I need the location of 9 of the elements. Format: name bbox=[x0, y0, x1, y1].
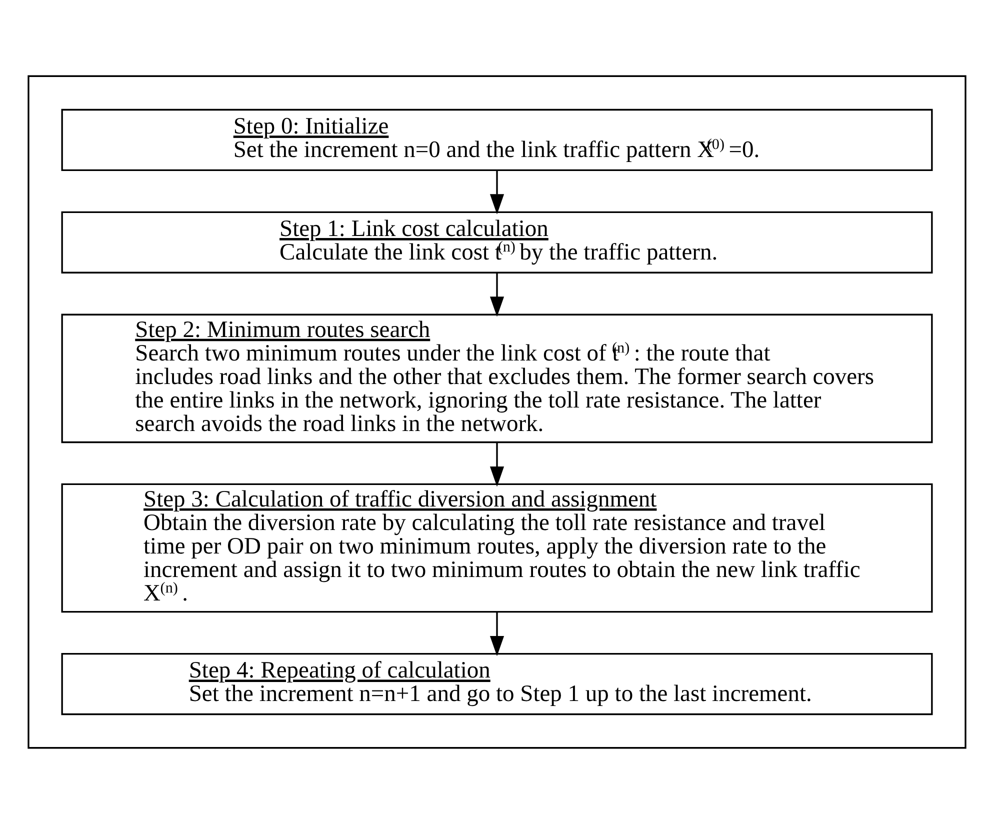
arrow bbox=[490, 170, 504, 214]
node-box: Step 0: Initialize Set the increment n=0 and the link traffic pattern X$^{(0)}$=0. bbox=[61, 108, 933, 171]
arrow bbox=[490, 442, 504, 486]
arrow bbox=[490, 272, 504, 316]
node-box: Step 4: Repeating of calculation Set the increment n=n+1 and go to Step 1 up to the last increment. bbox=[61, 652, 933, 715]
node-box: Step 3: Calculation of traffic diversion and assignment Obtain the diversion rate by calculating the toll rate resistance and travel time per OD pair on two minimum routes, apply the diversion rate to the increment and assign it to two minimum routes to obtain the new link traffic X$^{(n)}$. bbox=[61, 482, 933, 612]
cluster bbox=[28, 74, 966, 748]
arrow bbox=[490, 612, 504, 656]
node-box: Step 1: Link cost calculation Calculate the link cost t$^{(n)}$ by the traffic pattern. bbox=[61, 210, 933, 273]
